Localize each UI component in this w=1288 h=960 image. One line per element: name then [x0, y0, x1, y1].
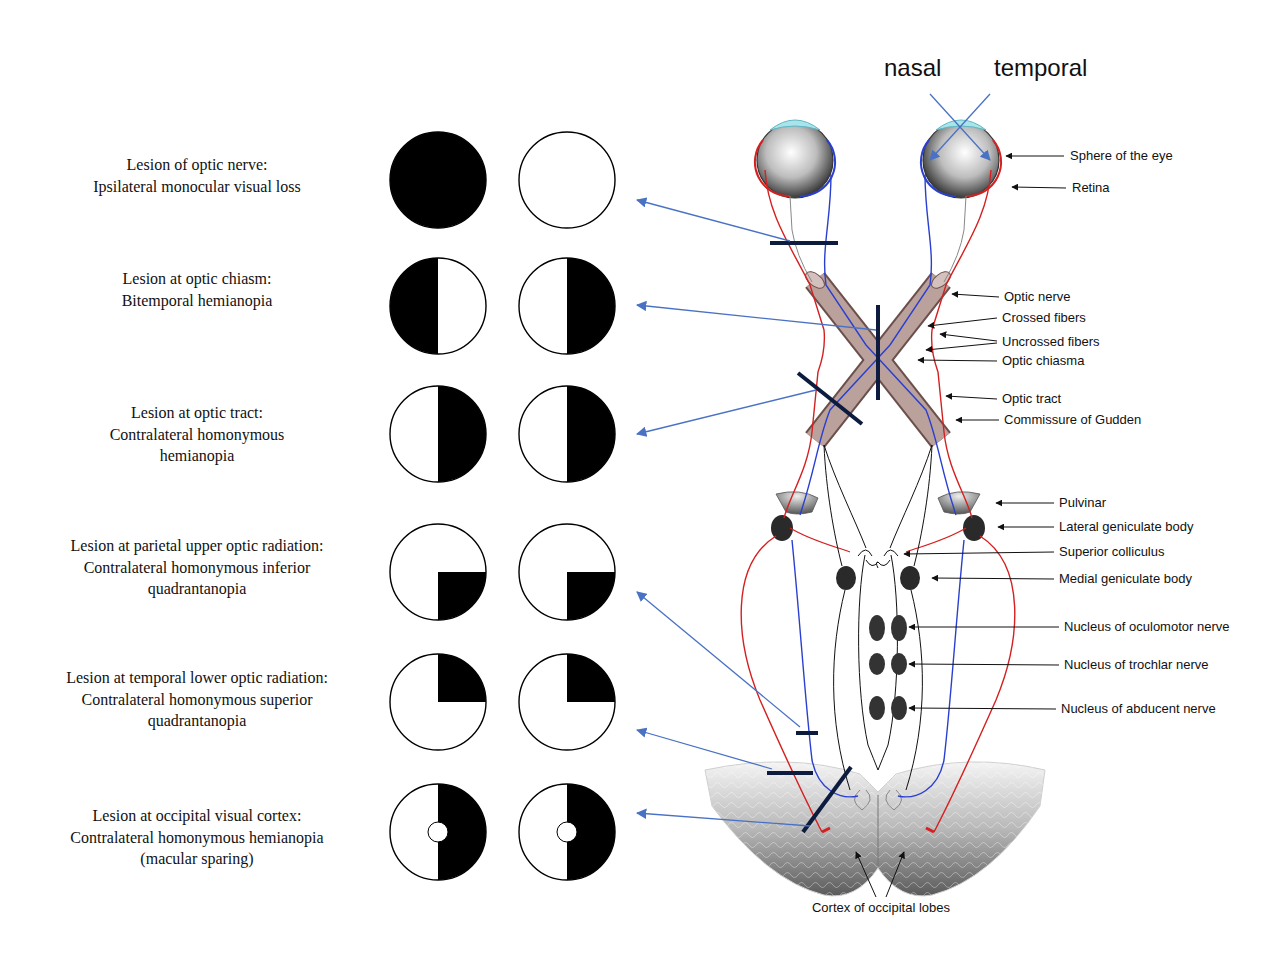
- part-label: Nucleus of abducent nerve: [1061, 701, 1216, 718]
- part-label: Nucleus of trochlar nerve: [1064, 657, 1209, 674]
- part-label: Retina: [1072, 180, 1110, 197]
- lesion-bars: [767, 243, 878, 832]
- lesion-caption: Lesion at optic chiasm:: [12, 269, 382, 290]
- visual-fields: [390, 132, 615, 880]
- lesion-caption: Contralateral homonymous superior quadra…: [47, 690, 347, 732]
- part-label: Optic tract: [1002, 391, 1061, 408]
- pathway-half: [741, 120, 931, 832]
- part-label: Commissure of Gudden: [1004, 412, 1141, 429]
- lesion-caption: Lesion at optic tract:: [92, 403, 302, 424]
- part-label: Lateral geniculate body: [1059, 519, 1193, 536]
- field-circle: [519, 258, 615, 354]
- part-label: Uncrossed fibers: [1002, 334, 1100, 351]
- occipital-cortex: [705, 762, 1045, 896]
- field-side-label: temporal: [994, 52, 1087, 83]
- lesion-caption: Lesion of optic nerve:: [12, 155, 382, 176]
- part-label: Sphere of the eye: [1070, 148, 1173, 165]
- part-label: Superior colliculus: [1059, 544, 1165, 561]
- field-circle: [519, 784, 615, 880]
- field-circle: [390, 784, 486, 880]
- lesion-caption: Ipsilateral monocular visual loss: [12, 177, 382, 198]
- part-label: Nucleus of oculomotor nerve: [1064, 619, 1229, 636]
- lesion-caption: Contralateral homonymous hemianopia: [92, 425, 302, 467]
- lesion-caption: Lesion at occipital visual cortex:: [12, 806, 382, 827]
- lesion-caption: Lesion at parietal upper optic radiation…: [12, 536, 382, 557]
- optic-chiasm: [803, 268, 954, 440]
- field-circle: [519, 524, 615, 620]
- field-circle: [519, 132, 615, 228]
- field-circle: [519, 654, 615, 750]
- part-label: Optic nerve: [1004, 289, 1070, 306]
- lesion-caption: Bitemporal hemianopia: [12, 291, 382, 312]
- field-rays: [930, 94, 990, 160]
- field-circle: [390, 654, 486, 750]
- field-circle: [390, 386, 486, 482]
- part-label: Optic chiasma: [1002, 353, 1084, 370]
- part-label: Cortex of occipital lobes: [812, 900, 950, 917]
- field-circle: [390, 258, 486, 354]
- part-label: Pulvinar: [1059, 495, 1106, 512]
- part-label: Medial geniculate body: [1059, 571, 1192, 588]
- field-circle: [519, 386, 615, 482]
- field-side-label: nasal: [884, 52, 941, 83]
- lesion-pointers: [637, 200, 876, 826]
- field-circle: [390, 132, 486, 228]
- part-label: Crossed fibers: [1002, 310, 1086, 327]
- leader-lines: [856, 156, 1066, 897]
- cranial-nuclei: [869, 562, 907, 720]
- lesion-caption: Lesion at temporal lower optic radiation…: [12, 668, 382, 689]
- field-circle: [390, 524, 486, 620]
- lesion-caption: Contralateral homonymous hemianopia (mac…: [47, 828, 347, 870]
- lesion-caption: Contralateral homonymous inferior quadra…: [47, 558, 347, 600]
